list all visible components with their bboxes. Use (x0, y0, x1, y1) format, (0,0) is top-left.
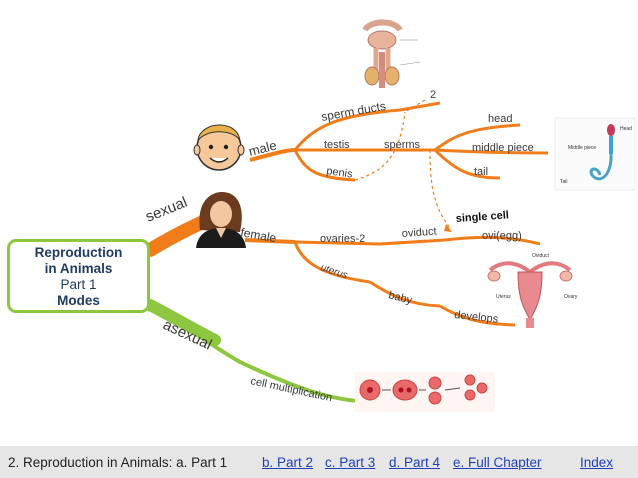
head-label: head (488, 113, 512, 125)
uterus-branch (293, 241, 371, 284)
footer-link-index[interactable]: Index (580, 455, 614, 470)
ovary-uterus-caption: Uterus (496, 294, 511, 300)
boy-face-icon (193, 124, 245, 171)
sperm-ducts-branch (293, 101, 441, 151)
ovi-branch (444, 235, 541, 246)
ovi-egg-label: ovi(egg) (482, 230, 522, 242)
sperm-middle-caption: Middle piece (568, 145, 596, 151)
mind-map-canvas: sexual asexual male female sperm ducts 2… (143, 19, 636, 412)
footer-link-part4[interactable]: d. Part 4 (389, 455, 441, 470)
sperm-tail-caption: Tail (560, 179, 568, 185)
footer-nav: 2. Reproduction in Animals: a. Part 1 b.… (0, 446, 638, 478)
sperms-label: sperms (384, 139, 421, 151)
male-branch (249, 148, 296, 162)
root-title-line3: Part 1 (60, 277, 97, 292)
develops-label: develops (454, 309, 500, 326)
baby-branch (369, 280, 441, 308)
footer-link-part3[interactable]: c. Part 3 (325, 455, 376, 470)
ovary-oviduct-caption: Oviduct (532, 253, 550, 259)
middle-piece-label: middle piece (472, 142, 534, 154)
root-node: Reproduction in Animals Part 1 Modes (7, 239, 150, 313)
root-title-line2: in Animals (44, 261, 113, 276)
sperm-ducts-label: sperm ducts (320, 99, 387, 124)
penis-branch (293, 149, 356, 182)
footer-link-full-chapter[interactable]: e. Full Chapter (453, 455, 542, 470)
baby-label: baby (387, 289, 414, 307)
footer-current-part: 2. Reproduction in Animals: a. Part 1 (8, 455, 228, 470)
oviduct-label: oviduct (401, 226, 437, 240)
sperm-head-caption: Head (620, 126, 632, 132)
middle-piece-branch (434, 148, 549, 155)
head-branch (434, 123, 521, 152)
woman-avatar-icon (196, 192, 246, 248)
ovaries-label: ovaries-2 (320, 233, 365, 245)
sperm-figure: Head Middle piece Tail (554, 117, 636, 191)
male-anatomy-figure (362, 19, 421, 88)
tail-label: tail (474, 166, 488, 178)
count-2-label: 2 (430, 89, 436, 101)
mind-map: sexual asexual male female sperm ducts 2… (7, 19, 636, 412)
female-anatomy-figure: Oviduct Ovary Uterus (487, 253, 578, 328)
ovaries-branch (294, 240, 381, 246)
root-title-line1: Reproduction (34, 245, 123, 260)
female-branch (244, 238, 296, 244)
develops-branch (439, 304, 516, 327)
footer-link-part2[interactable]: b. Part 2 (262, 455, 314, 470)
ovary-ovary-caption: Ovary (564, 294, 578, 300)
cell-division-figure (355, 372, 495, 412)
penis-label: penis (326, 165, 354, 181)
single-cell-label: single cell (455, 209, 509, 225)
cell-multiplication-label: cell multiplication (249, 375, 333, 404)
testis-label: testis (324, 139, 350, 151)
male-label: male (247, 138, 278, 159)
root-title-line4: Modes (57, 293, 100, 308)
oviduct-branch (379, 238, 446, 246)
female-label: female (239, 225, 277, 245)
tail-branch (433, 148, 501, 180)
uterus-label: uterus (319, 262, 349, 281)
sexual-label: sexual (143, 194, 190, 226)
